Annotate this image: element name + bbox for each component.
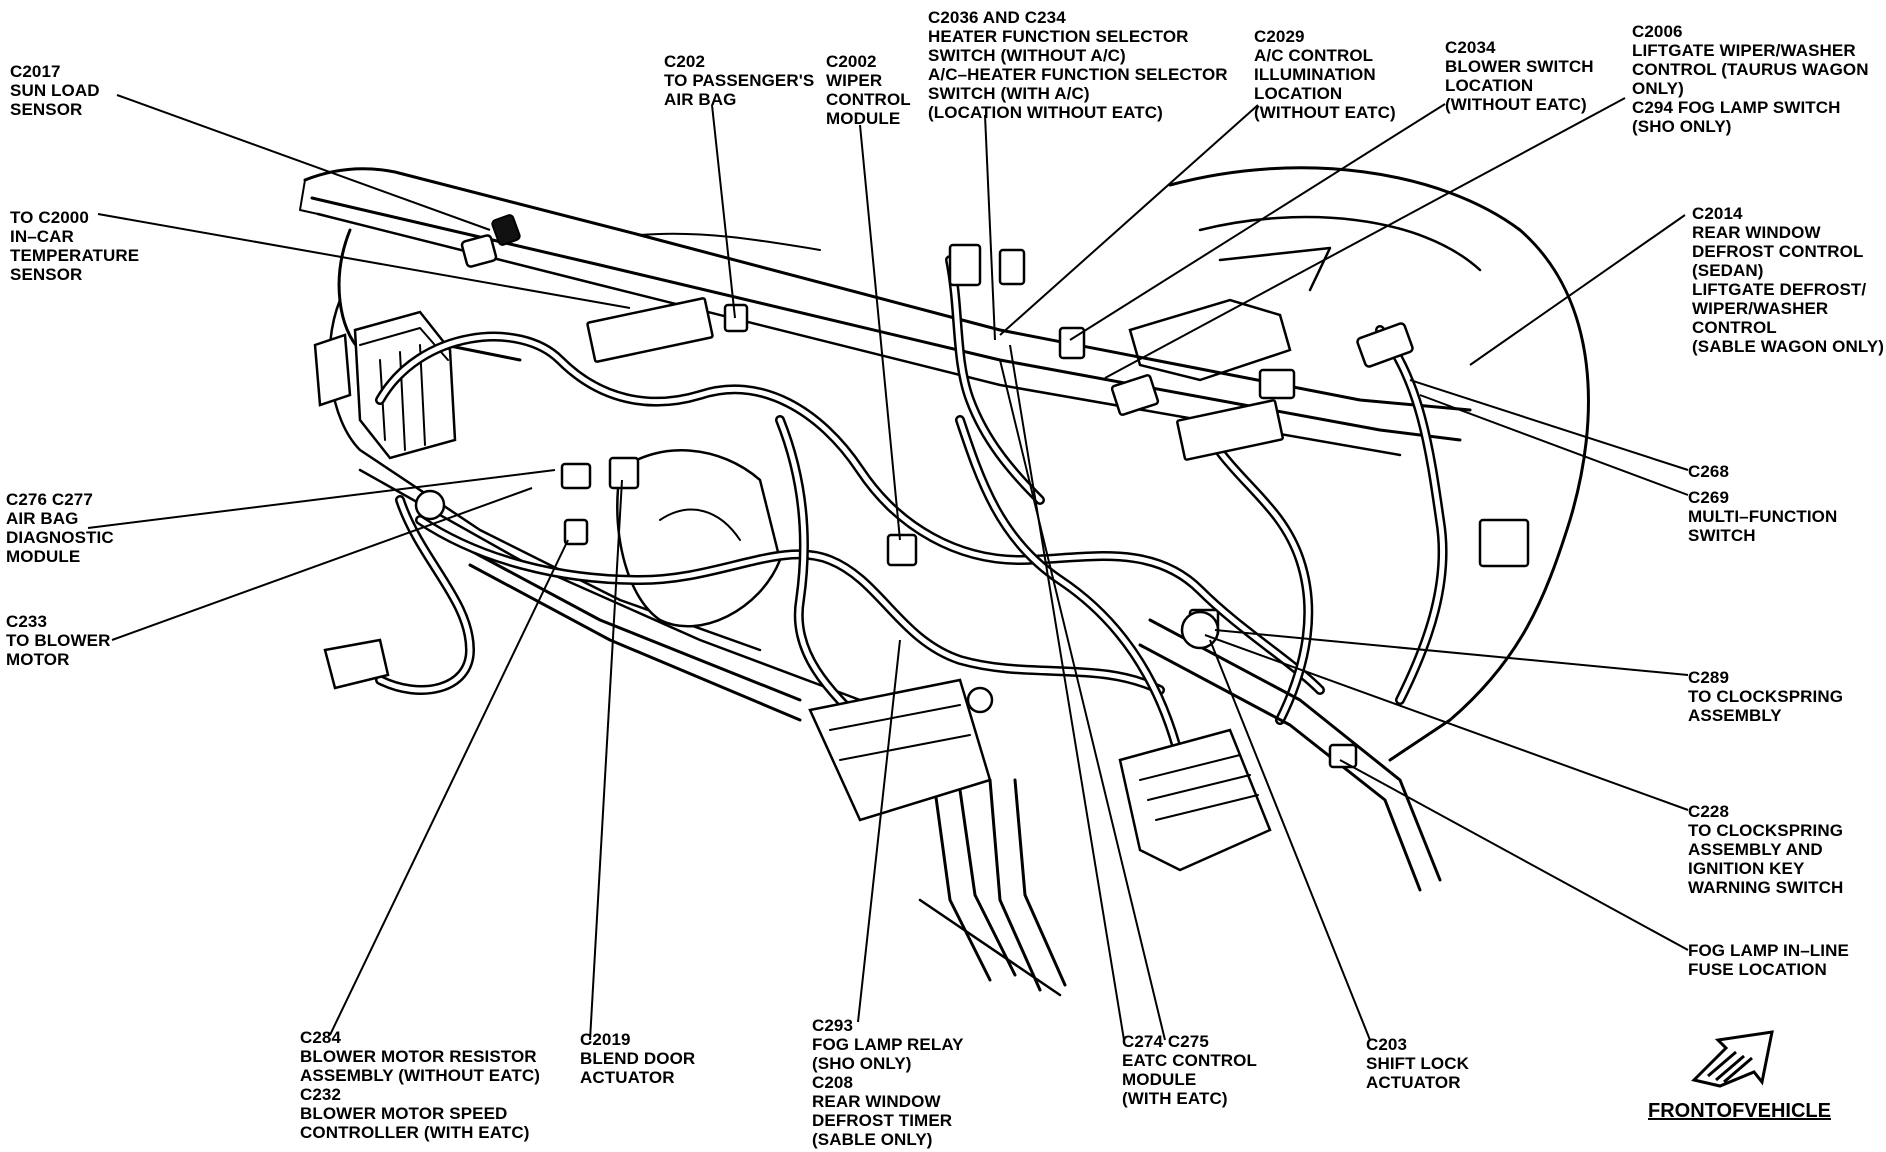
callout-c2029: C2029 A/C CONTROL ILLUMINATION LOCATION … [1254, 27, 1396, 122]
callout-c276: C276 C277 AIR BAG DIAGNOSTIC MODULE [6, 490, 114, 566]
callout-foglamp-fuse: FOG LAMP IN–LINE FUSE LOCATION [1688, 941, 1849, 979]
callout-c269: C269 MULTI–FUNCTION SWITCH [1688, 488, 1838, 545]
callout-c2006: C2006 LIFTGATE WIPER/WASHER CONTROL (TAU… [1632, 22, 1869, 136]
callout-c2000: TO C2000 IN–CAR TEMPERATURE SENSOR [10, 208, 140, 284]
front-of-vehicle-label: FRONTOFVEHICLE [1648, 1100, 1831, 1122]
callout-c289: C289 TO CLOCKSPRING ASSEMBLY [1688, 668, 1844, 725]
callout-c203: C203 SHIFT LOCK ACTUATOR [1366, 1035, 1469, 1092]
callout-c2002: C2002 WIPER CONTROL MODULE [826, 52, 911, 128]
callout-c228: C228 TO CLOCKSPRING ASSEMBLY AND IGNITIO… [1688, 802, 1844, 897]
callout-c2017: C2017 SUN LOAD SENSOR [10, 62, 100, 119]
callout-c2019: C2019 BLEND DOOR ACTUATOR [580, 1030, 696, 1087]
callout-c284: C284 BLOWER MOTOR RESISTOR ASSEMBLY (WIT… [300, 1028, 540, 1142]
callout-c268: C268 [1688, 462, 1730, 481]
callout-c2034: C2034 BLOWER SWITCH LOCATION (WITHOUT EA… [1445, 38, 1594, 114]
front-arrow-icon [1691, 1030, 1774, 1088]
callout-c274: C274 C275 EATC CONTROL MODULE (WITH EATC… [1122, 1032, 1257, 1108]
callout-c2014: C2014 REAR WINDOW DEFROST CONTROL (SEDAN… [1692, 204, 1884, 356]
callout-c202: C202 TO PASSENGER'S AIR BAG [664, 52, 815, 109]
callout-c233: C233 TO BLOWER MOTOR [6, 612, 111, 669]
callout-c293: C293 FOG LAMP RELAY (SHO ONLY) C208 REAR… [812, 1016, 964, 1149]
callout-c2036: C2036 AND C234 HEATER FUNCTION SELECTOR … [928, 8, 1228, 122]
